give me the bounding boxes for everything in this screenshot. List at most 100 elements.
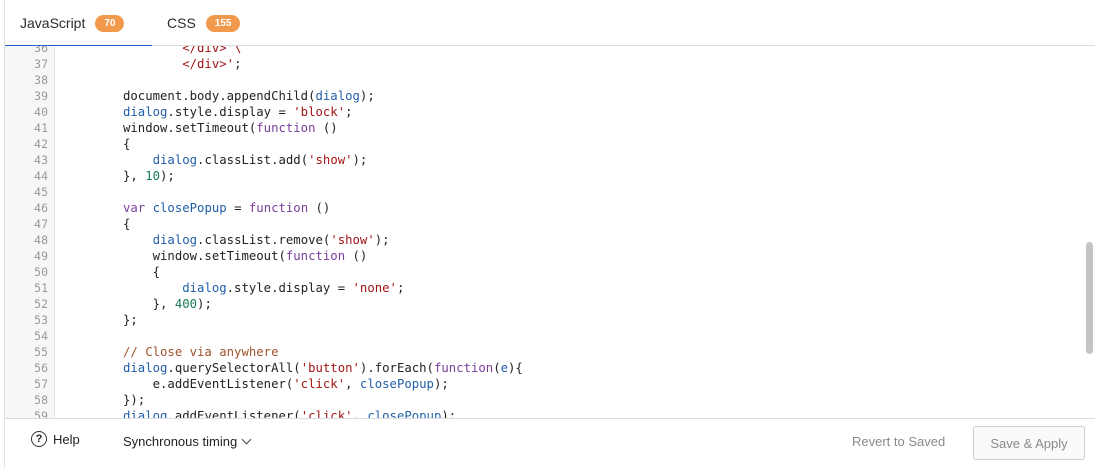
code-line: 51 dialog.style.display = 'none'; <box>5 280 1080 296</box>
tab-javascript[interactable]: JavaScript 70 <box>5 0 152 47</box>
tab-css[interactable]: CSS 155 <box>152 0 272 46</box>
line-number: 46 <box>34 201 48 215</box>
code-line: 43 dialog.classList.add('show'); <box>5 152 1080 168</box>
code-token: 'click' <box>293 377 346 391</box>
code-text: </div>'; <box>123 56 241 72</box>
code-token: () <box>315 121 338 135</box>
code-text: }; <box>123 312 138 328</box>
help-link[interactable]: ? Help <box>31 431 80 447</box>
code-token <box>123 153 153 167</box>
code-line: 50 { <box>5 264 1080 280</box>
line-number: 56 <box>34 361 48 375</box>
code-text: { <box>123 136 130 152</box>
code-text: }, 10); <box>123 168 175 184</box>
code-token: ); <box>160 169 175 183</box>
code-token <box>123 233 153 247</box>
code-token: = <box>226 201 249 215</box>
code-line: 41 window.setTimeout(function () <box>5 120 1080 136</box>
code-token: closePopup <box>367 409 442 418</box>
code-line: 46 var closePopup = function () <box>5 200 1080 216</box>
editor-footer: ? Help Synchronous timing Revert to Save… <box>5 418 1095 468</box>
code-token: dialog <box>152 153 198 167</box>
code-token: ).forEach( <box>359 361 434 375</box>
code-token: ); <box>197 297 212 311</box>
code-token <box>145 201 152 215</box>
code-token: function <box>248 201 309 215</box>
code-text: var closePopup = function () <box>123 200 330 216</box>
code-text: window.setTimeout(function () <box>123 248 368 264</box>
code-token: 'block' <box>293 105 346 119</box>
code-token: .addEventListener( <box>167 409 301 418</box>
code-token: () <box>345 249 368 263</box>
code-line: 44 }, 10); <box>5 168 1080 184</box>
code-token: document.body.appendChild( <box>123 89 316 103</box>
code-text: dialog.addEventListener('click', closePo… <box>123 408 456 418</box>
code-token: dialog <box>123 105 168 119</box>
line-number: 41 <box>34 121 48 135</box>
save-apply-button[interactable]: Save & Apply <box>973 426 1085 460</box>
code-panel: JavaScript 70 CSS 155 36 </div>'\37 </di… <box>4 0 1095 468</box>
code-token: ; <box>396 281 405 295</box>
code-line: 55// Close via anywhere <box>5 344 1080 360</box>
timing-label: Synchronous timing <box>123 434 238 449</box>
help-label: Help <box>53 431 80 447</box>
code-token: 'click' <box>300 409 353 418</box>
code-token: 'show' <box>330 233 375 247</box>
chevron-down-icon <box>241 434 252 445</box>
question-circle-icon: ? <box>31 431 47 447</box>
code-line: 36 </div>'\ <box>5 46 1080 56</box>
code-token: }, <box>123 297 175 311</box>
code-token: function <box>285 249 346 263</box>
code-token: var <box>123 201 146 215</box>
code-line: 48 dialog.classList.remove('show'); <box>5 232 1080 248</box>
code-line: 45 <box>5 184 1080 200</box>
code-text: { <box>123 216 130 232</box>
line-number: 51 <box>34 281 48 295</box>
code-token: dialog <box>182 281 227 295</box>
line-number: 37 <box>34 57 48 71</box>
code-token: dialog <box>315 89 360 103</box>
code-token: ); <box>441 409 457 418</box>
code-token: dialog <box>152 233 198 247</box>
code-token: e.addEventListener( <box>123 377 294 391</box>
line-number: 47 <box>34 217 48 231</box>
revert-to-saved-button[interactable]: Revert to Saved <box>852 434 946 449</box>
code-line: 57 e.addEventListener('click', closePopu… <box>5 376 1080 392</box>
timing-dropdown[interactable]: Synchronous timing <box>123 434 252 449</box>
code-token: }); <box>123 393 146 407</box>
code-token: closePopup <box>152 201 227 215</box>
line-number: 36 <box>34 46 48 55</box>
code-token: 400 <box>174 297 198 311</box>
code-token: , <box>352 409 368 418</box>
line-number: 42 <box>34 137 48 151</box>
code-token: // Close via anywhere <box>123 345 279 359</box>
line-number: 49 <box>34 249 48 263</box>
code-text: }); <box>123 392 145 408</box>
code-token: .style.display = <box>226 281 353 295</box>
code-line: 38 <box>5 72 1080 88</box>
line-number: 43 <box>34 153 48 167</box>
code-token: window.setTimeout( <box>123 121 257 135</box>
code-line: 53}; <box>5 312 1080 328</box>
code-token: , <box>345 377 360 391</box>
code-line: 37 </div>'; <box>5 56 1080 72</box>
code-token: function <box>256 121 316 135</box>
code-token: 'button' <box>300 361 360 375</box>
code-token: }, <box>123 169 146 183</box>
line-number: 44 <box>34 169 48 183</box>
tab-css-count-badge: 155 <box>205 14 241 32</box>
vertical-scrollbar[interactable] <box>1086 242 1093 354</box>
line-number: 38 <box>34 73 48 87</box>
line-number-gutter <box>5 46 55 418</box>
code-token: { <box>123 265 161 279</box>
code-token <box>123 281 182 295</box>
tab-bar: JavaScript 70 CSS 155 <box>5 0 1095 47</box>
code-line: 47 { <box>5 216 1080 232</box>
code-token: e <box>500 361 509 375</box>
code-token: closePopup <box>359 377 434 391</box>
code-token: () <box>308 201 331 215</box>
